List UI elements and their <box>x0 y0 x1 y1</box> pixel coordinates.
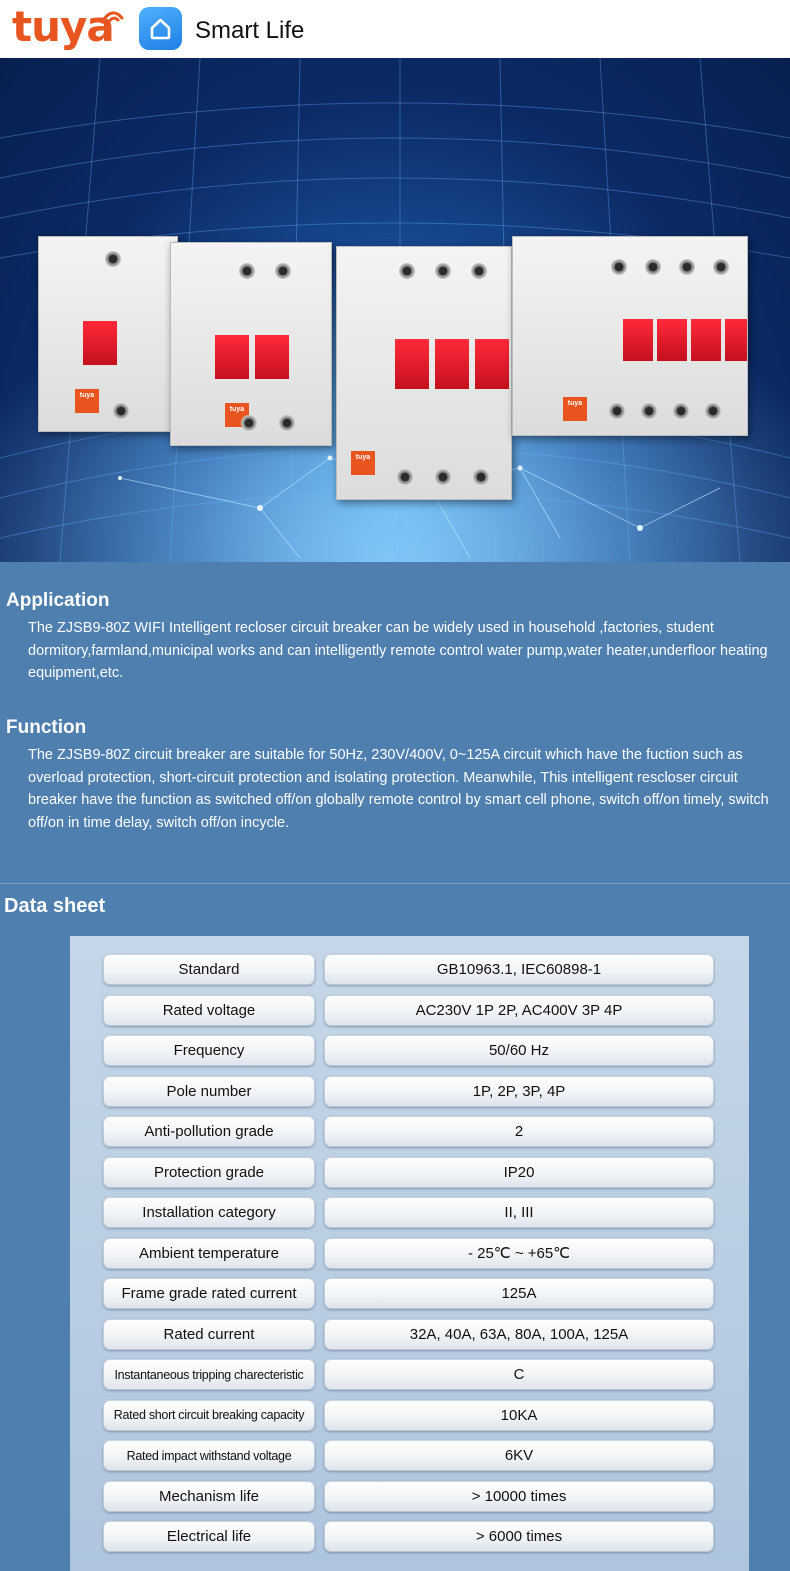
spec-value: GB10963.1, IEC60898-1 <box>324 954 714 985</box>
table-row: Electrical life > 6000 times <box>103 1521 714 1552</box>
spec-value: - 25℃ ~ +65℃ <box>324 1237 714 1269</box>
table-row: Anti-pollution grade 2 <box>103 1116 714 1147</box>
table-row: Standard GB10963.1, IEC60898-1 <box>103 954 714 985</box>
table-row: Mechanism life > 10000 times <box>103 1480 714 1512</box>
table-row: Rated impact withstand voltage 6KV <box>103 1440 714 1471</box>
section-divider <box>0 883 790 884</box>
spec-value: > 10000 times <box>324 1480 714 1512</box>
spec-value: > 6000 times <box>324 1521 714 1552</box>
smart-life-house-icon <box>139 7 182 50</box>
function-title: Function <box>6 717 87 738</box>
table-row: Rated voltage AC230V 1P 2P, AC400V 3P 4P <box>103 994 714 1026</box>
spec-label: Pole number <box>103 1075 315 1107</box>
spec-value: 2 <box>324 1116 714 1147</box>
breaker-1p: tuya <box>38 236 178 432</box>
datasheet-title: Data sheet <box>4 895 106 917</box>
spec-label: Rated short circuit breaking capacity <box>103 1399 315 1431</box>
spec-value: C <box>324 1359 714 1390</box>
table-row: Rated current 32A, 40A, 63A, 80A, 100A, 1… <box>103 1318 714 1350</box>
table-row: Frequency 50/60 Hz <box>103 1035 714 1066</box>
spec-value: 1P, 2P, 3P, 4P <box>324 1075 714 1107</box>
spec-label: Anti-pollution grade <box>103 1116 315 1147</box>
table-row: Instantaneous tripping charecteristic C <box>103 1359 714 1390</box>
spec-label: Electrical life <box>103 1521 315 1552</box>
spec-label: Rated voltage <box>103 994 315 1026</box>
tuya-logo: tuya <box>12 2 115 51</box>
function-text: The ZJSB9-80Z circuit breaker are suitab… <box>28 747 769 831</box>
application-text: The ZJSB9-80Z WIFI Intelligent recloser … <box>28 620 768 681</box>
spec-label: Rated impact withstand voltage <box>103 1440 315 1471</box>
table-row: Frame grade rated current 125A <box>103 1278 714 1309</box>
spec-value: AC230V 1P 2P, AC400V 3P 4P <box>324 994 714 1026</box>
spec-value: 32A, 40A, 63A, 80A, 100A, 125A <box>324 1318 714 1350</box>
spec-label: Frequency <box>103 1035 315 1066</box>
spec-label: Standard <box>103 954 315 985</box>
breaker-3p: tuya <box>336 246 512 500</box>
hero-product-image: tuya tuya tuya tuya <box>0 58 790 562</box>
spec-label: Ambient temperature <box>103 1237 315 1269</box>
spec-value: IP20 <box>324 1156 714 1188</box>
spec-label: Mechanism life <box>103 1480 315 1512</box>
table-row: Rated short circuit breaking capacity 10K… <box>103 1399 714 1431</box>
application-title: Application <box>6 590 110 611</box>
spec-label: Installation category <box>103 1197 315 1228</box>
page-header: tuya Smart Life <box>0 0 790 58</box>
table-row: Protection grade IP20 <box>103 1156 714 1188</box>
table-row: Pole number 1P, 2P, 3P, 4P <box>103 1075 714 1107</box>
spec-label: Rated current <box>103 1318 315 1350</box>
spec-label: Protection grade <box>103 1156 315 1188</box>
app-name: Smart Life <box>195 17 305 44</box>
spec-value: 125A <box>324 1278 714 1309</box>
tuya-tag: tuya <box>563 397 587 421</box>
breaker-2p: tuya <box>170 242 332 446</box>
spec-label: Instantaneous tripping charecteristic <box>103 1359 315 1390</box>
table-row: Installation category II, III <box>103 1197 714 1228</box>
tuya-tag: tuya <box>75 389 99 413</box>
spec-value: 6KV <box>324 1440 714 1471</box>
spec-value: 50/60 Hz <box>324 1035 714 1066</box>
spec-value: II, III <box>324 1197 714 1228</box>
wifi-arc-icon <box>100 11 124 25</box>
spec-label: Frame grade rated current <box>103 1278 315 1309</box>
breaker-4p: tuya <box>512 236 748 436</box>
spec-value: 10KA <box>324 1399 714 1431</box>
tuya-tag: tuya <box>351 451 375 475</box>
table-row: Ambient temperature - 25℃ ~ +65℃ <box>103 1237 714 1269</box>
